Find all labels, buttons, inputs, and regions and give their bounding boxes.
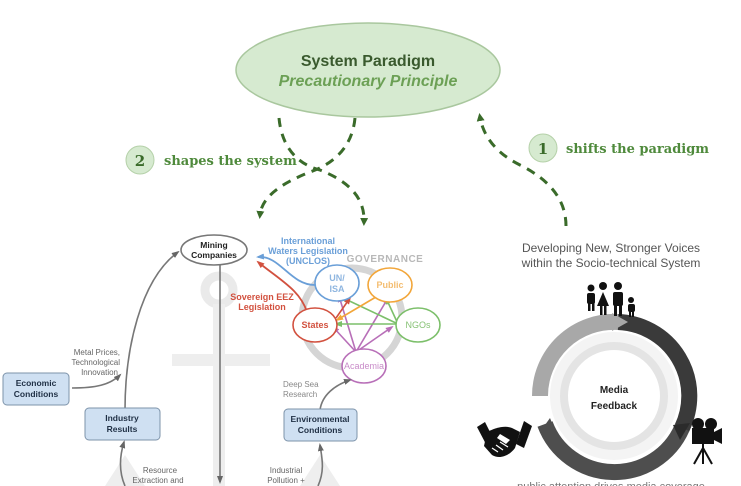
svg-text:Resource: Resource	[143, 466, 178, 475]
svg-text:Mining: Mining	[200, 240, 227, 250]
handshake-icon	[477, 421, 532, 458]
step-2-number: 2	[135, 152, 145, 170]
eez-label: Sovereign EEZ Legislation	[230, 292, 294, 312]
cycle-arc-dark	[617, 314, 698, 432]
node-economic-conditions: Economic Conditions	[2, 372, 70, 406]
svg-text:(UNCLOS): (UNCLOS)	[286, 256, 330, 266]
node-states: States	[292, 307, 338, 343]
step-1-label: shifts the paradigm	[566, 142, 709, 157]
media-center-line-1: Media	[600, 385, 629, 396]
svg-text:States: States	[301, 320, 328, 330]
svg-text:Pollution +: Pollution +	[267, 476, 305, 485]
svg-text:Innovation: Innovation	[81, 368, 118, 377]
svg-text:Metal Prices,: Metal Prices,	[74, 348, 120, 357]
svg-text:Academia: Academia	[344, 361, 384, 371]
svg-text:Public: Public	[376, 280, 403, 290]
node-industry-results: Industry Results	[84, 407, 161, 441]
governance-edges	[331, 293, 399, 353]
svg-text:UN/: UN/	[329, 273, 345, 283]
svg-text:Industrial: Industrial	[270, 466, 303, 475]
svg-text:Industry: Industry	[105, 413, 139, 423]
step-1-number: 1	[538, 140, 548, 158]
metal-prices-label: Metal Prices, Technological Innovation	[72, 348, 121, 377]
dashed-arrow-up	[476, 113, 568, 227]
anchor-background	[105, 271, 340, 486]
voices-line-2: within the Socio-technical System	[521, 256, 701, 270]
industrial-pollution-label: Industrial Pollution +	[267, 466, 305, 485]
cycle-arc-light	[531, 313, 619, 397]
svg-text:Environmental: Environmental	[290, 414, 349, 424]
governance-label: GOVERNANCE	[347, 254, 424, 265]
node-academia: Academia	[341, 348, 387, 384]
node-un-isa: UN/ ISA	[314, 264, 360, 302]
svg-text:NGOs: NGOs	[405, 320, 431, 330]
svg-text:International: International	[281, 236, 335, 246]
cycle-arc-mid	[537, 421, 690, 481]
node-public: Public	[367, 267, 413, 303]
voices-line-1: Developing New, Stronger Voices	[522, 241, 700, 255]
deep-sea-research-label: Deep Sea Research	[283, 380, 319, 399]
svg-text:Waters Legislation: Waters Legislation	[268, 246, 348, 256]
system-flow-arrows	[71, 250, 352, 486]
svg-text:Conditions: Conditions	[14, 389, 59, 399]
svg-text:Conditions: Conditions	[298, 425, 343, 435]
step-1: 1 shifts the paradigm	[528, 133, 709, 163]
unclos-label: International Waters Legislation (UNCLOS…	[268, 236, 348, 266]
svg-text:Technological: Technological	[72, 358, 121, 367]
step-2: 2 shapes the system	[125, 145, 297, 175]
dashed-arrow-right	[277, 117, 369, 226]
svg-text:Results: Results	[107, 424, 138, 434]
svg-text:Deep Sea: Deep Sea	[283, 380, 319, 389]
node-mining-companies: Mining Companies	[180, 234, 248, 266]
media-center-line-2: Feedback	[591, 401, 638, 412]
system-paradigm-node: System Paradigm Precautionary Principle	[235, 22, 501, 118]
svg-text:Economic: Economic	[16, 378, 57, 388]
eez-arrow	[256, 260, 308, 313]
svg-text:Extraction and: Extraction and	[132, 476, 183, 485]
media-feedback-cycle: Media Feedback	[531, 313, 698, 481]
svg-text:Companies: Companies	[191, 250, 237, 260]
paradigm-subtitle: Precautionary Principle	[279, 73, 458, 90]
node-ngos: NGOs	[395, 307, 441, 343]
node-environmental-conditions: Environmental Conditions	[283, 408, 358, 442]
unclos-arrow	[256, 253, 316, 286]
svg-text:ISA: ISA	[329, 284, 345, 294]
media-caption: public attention drives media coverage	[517, 481, 705, 486]
svg-text:Legislation: Legislation	[238, 302, 286, 312]
paradigm-title: System Paradigm	[301, 53, 435, 70]
resource-extraction-label: Resource Extraction and	[132, 466, 183, 485]
svg-text:Research: Research	[283, 390, 317, 399]
svg-text:Sovereign EEZ: Sovereign EEZ	[230, 292, 294, 302]
video-camera-icon	[692, 418, 722, 465]
shapes-arrows	[256, 113, 568, 227]
family-icon	[587, 282, 635, 317]
step-2-label: shapes the system	[164, 154, 297, 169]
